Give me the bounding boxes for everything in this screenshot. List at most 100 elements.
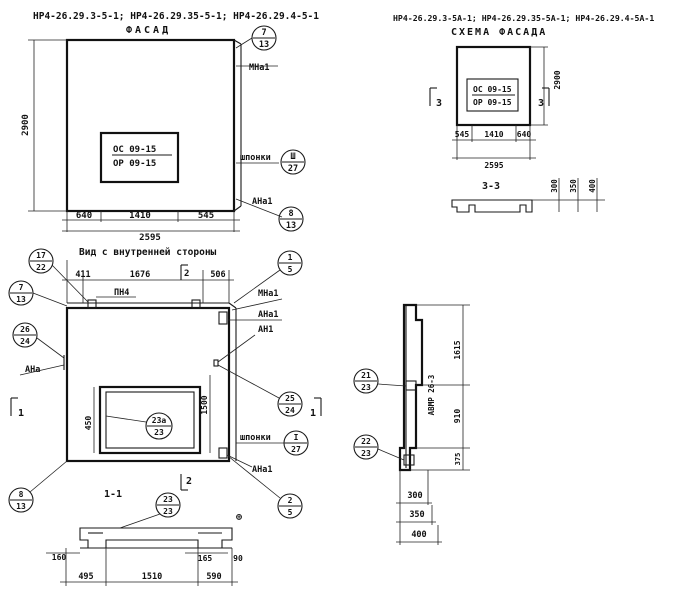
scheme-label: СХЕМА ФАСАДА bbox=[451, 27, 547, 38]
facade-label-an: АНа1 bbox=[252, 197, 272, 207]
dimension-text: 910 bbox=[453, 409, 462, 424]
inner-fitting bbox=[213, 359, 219, 367]
inner-label: АНа1 bbox=[252, 465, 272, 475]
inner-view-label: Вид с внутренней стороны bbox=[79, 247, 217, 258]
leader-line bbox=[226, 454, 253, 468]
dimension-text: 506 bbox=[210, 270, 225, 280]
callout-sheet: 22 bbox=[36, 263, 46, 272]
side-label: АВМР 26-3 bbox=[427, 374, 436, 415]
scheme-panel: ОС 09-15 ОР 09-15 2900 3 3 545 1410 640 … bbox=[429, 45, 562, 170]
window-mark: ОС 09-15 bbox=[113, 145, 156, 155]
callout-circle bbox=[28, 248, 54, 274]
callout-number: 22 bbox=[361, 437, 371, 446]
dimension-text: 2900 bbox=[553, 70, 562, 89]
inner-fitting bbox=[218, 447, 228, 459]
inner-label-pn: ПН4 bbox=[114, 288, 129, 298]
dimension-text: 300 bbox=[550, 179, 559, 193]
callout-circle bbox=[283, 430, 309, 456]
cut-label: 1 bbox=[310, 408, 316, 419]
dimension-text: 2595 bbox=[484, 161, 503, 170]
callout-number: 7 bbox=[19, 283, 24, 292]
window-mark: ОР 09-15 bbox=[113, 159, 156, 169]
dimension-text: 1410 bbox=[129, 211, 151, 221]
callout-number: 23 bbox=[163, 495, 173, 504]
leader-line bbox=[51, 264, 89, 303]
leader-line bbox=[377, 448, 405, 461]
callout-sheet: 23 bbox=[361, 383, 371, 392]
callout-circle bbox=[277, 391, 303, 417]
dimension-text: 1615 bbox=[453, 340, 462, 359]
cut-label: 2 bbox=[184, 269, 189, 279]
inner-label: МНа1 bbox=[258, 289, 278, 299]
callout-circle bbox=[145, 412, 173, 440]
callout-circle bbox=[277, 493, 303, 519]
section-profile bbox=[451, 199, 533, 213]
callout-sheet: 23 bbox=[154, 428, 164, 437]
callout-number: 1 bbox=[288, 253, 293, 262]
cut-label: 3 bbox=[538, 98, 544, 109]
callout-circle bbox=[12, 322, 38, 348]
callout-number: 7 bbox=[261, 28, 266, 38]
dimension-text: 300 bbox=[407, 491, 422, 501]
dimension-text: 1676 bbox=[130, 270, 150, 280]
dimension-text: 2900 bbox=[21, 114, 31, 136]
callout-circle bbox=[155, 492, 181, 518]
section-label: 1-1 bbox=[104, 489, 122, 500]
dimension-text: 160 bbox=[52, 553, 67, 562]
dimension-text: 2595 bbox=[139, 233, 161, 243]
dimension-text: 411 bbox=[75, 270, 90, 280]
dimension-text: 1410 bbox=[484, 130, 503, 139]
inner-label: АН1 bbox=[258, 325, 273, 335]
dimension-text: 400 bbox=[411, 530, 426, 540]
leader-line bbox=[227, 455, 281, 499]
callout-sheet: 24 bbox=[285, 406, 295, 415]
dimension-text: 450 bbox=[84, 416, 93, 431]
leader-line bbox=[36, 337, 65, 359]
dimension-text: 545 bbox=[455, 130, 470, 139]
cut-label: 1 bbox=[18, 408, 24, 419]
callout-circle bbox=[280, 149, 306, 175]
inner-fitting bbox=[191, 299, 201, 309]
leader-line bbox=[217, 364, 280, 399]
callout-sheet: 24 bbox=[20, 337, 30, 346]
callout-number: 8 bbox=[288, 209, 293, 219]
leader-line bbox=[29, 460, 68, 493]
facade-label-mn: МНа1 bbox=[249, 63, 269, 73]
inner-outline bbox=[65, 306, 231, 463]
callout-sheet: 13 bbox=[259, 40, 269, 50]
facade-label-keys: шпонки bbox=[240, 153, 271, 163]
callout-circle bbox=[278, 206, 304, 232]
section-1-1: 1-1 23 23 ⊕ 160 165 90 495 1510 590 bbox=[46, 489, 243, 586]
dimension-text: 1510 bbox=[142, 572, 162, 582]
dimension-text: 1500 bbox=[200, 395, 209, 414]
callout-sheet: 23 bbox=[163, 507, 173, 516]
inner-label: АНа1 bbox=[258, 310, 278, 320]
leader-line bbox=[19, 364, 65, 376]
callout-number: 21 bbox=[361, 371, 371, 380]
dimension-text: 375 bbox=[454, 453, 462, 466]
callout-sheet: 13 bbox=[16, 502, 26, 511]
dimension-text: 640 bbox=[517, 130, 532, 139]
leader-line bbox=[105, 415, 147, 423]
leader-line bbox=[233, 269, 281, 304]
callout-number: 26 bbox=[20, 325, 30, 334]
facade-title: НР4-26.29.3-5-1; НР4-26.29.35-5-1; НР4-2… bbox=[33, 11, 319, 22]
leader-line bbox=[235, 37, 253, 49]
inner-label: АНа bbox=[25, 365, 40, 375]
facade-label: ФАСАД bbox=[126, 25, 171, 36]
dimension-text: 640 bbox=[76, 211, 92, 221]
callout-circle bbox=[277, 250, 303, 276]
leader-line bbox=[32, 292, 68, 307]
callout-number: 23а bbox=[152, 416, 167, 425]
facade-edge bbox=[233, 205, 242, 212]
callout-sheet: 5 bbox=[288, 508, 293, 517]
scheme-outline bbox=[455, 45, 532, 127]
section-label: 3-3 bbox=[482, 181, 500, 192]
callout-number: 25 bbox=[285, 394, 295, 403]
leader-line bbox=[231, 298, 283, 311]
callout-sheet: 13 bbox=[16, 295, 26, 304]
callout-number: 17 bbox=[36, 251, 46, 260]
inner-window bbox=[98, 385, 202, 455]
scheme-title: НР4-26.29.3-5А-1; НР4-26.29.35-5А-1; НР4… bbox=[393, 13, 654, 23]
